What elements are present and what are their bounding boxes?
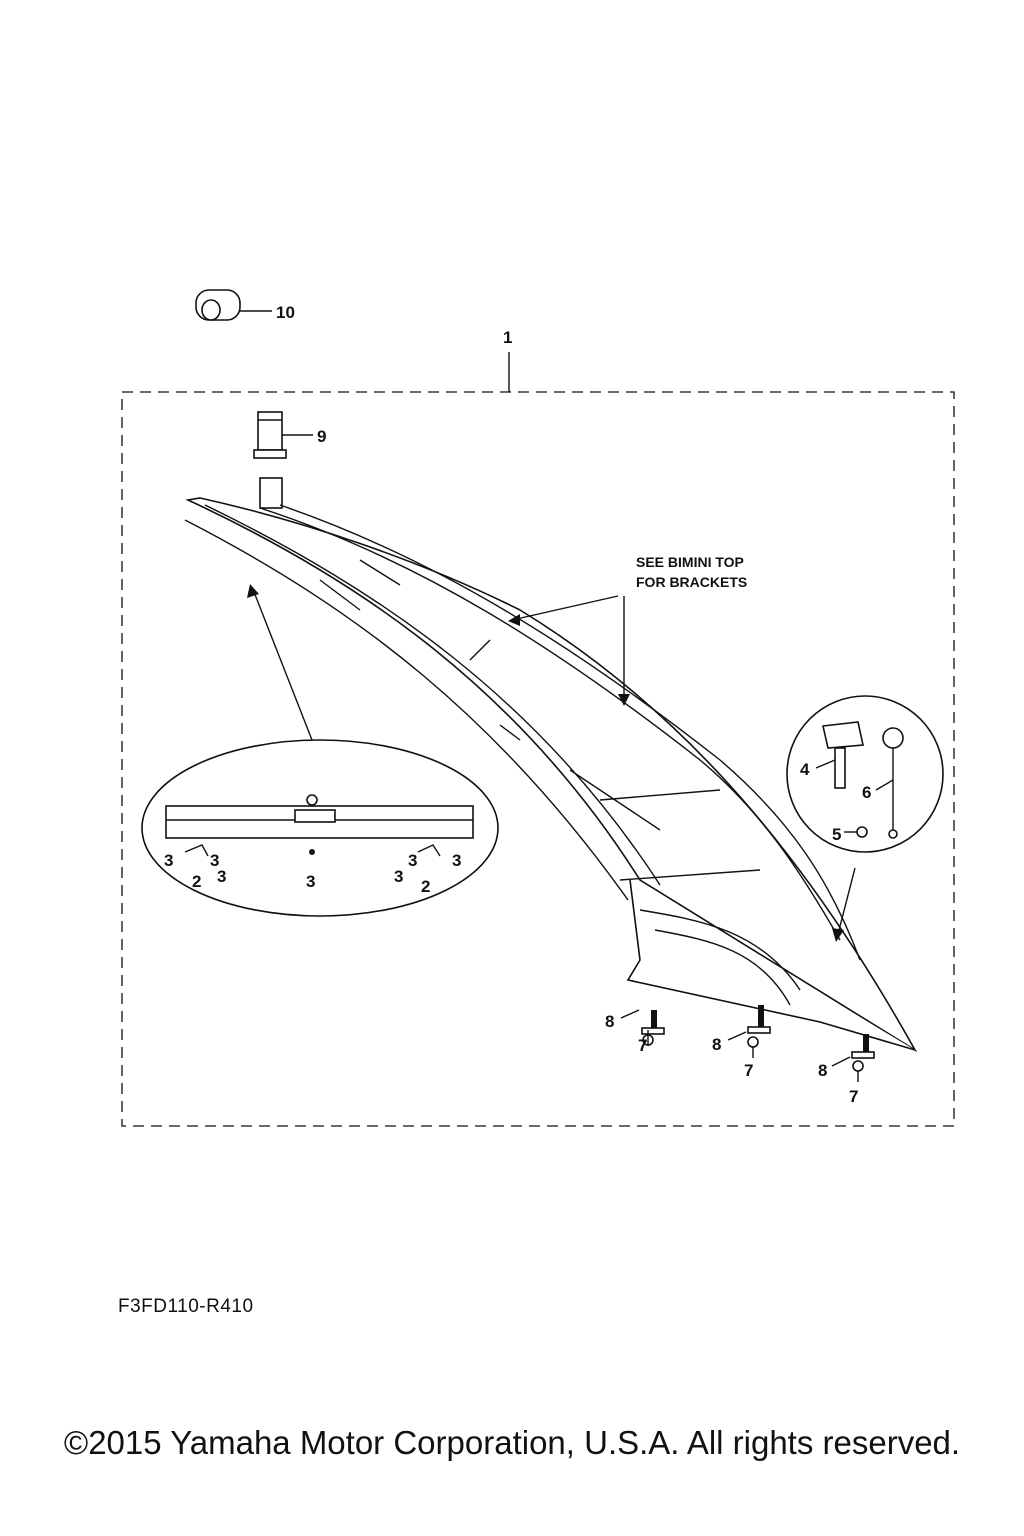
- part-10-plug: [195, 289, 272, 321]
- callout-2-a: 2: [192, 872, 201, 891]
- callout-3-f: 3: [452, 851, 461, 870]
- bimini-note-line-1: SEE BIMINI TOP: [636, 554, 744, 570]
- bimini-note-line-2: FOR BRACKETS: [636, 574, 747, 590]
- callout-6: 6: [862, 783, 871, 802]
- copyright-notice: ©2015 Yamaha Motor Corporation, U.S.A. A…: [63, 1424, 961, 1461]
- callout-3-e: 3: [408, 851, 417, 870]
- inset-detail-hardware: [786, 695, 944, 853]
- callout-8-a: 8: [605, 1012, 614, 1031]
- bimini-arrow-1: [511, 595, 619, 621]
- mounting-hardware-set-2: [727, 1005, 771, 1058]
- callout-7-b: 7: [744, 1061, 753, 1080]
- callout-7-a: 7: [638, 1036, 647, 1055]
- detail-arrow-right: [837, 867, 856, 935]
- callout-8-b: 8: [712, 1035, 721, 1054]
- detail-arrow-left: [253, 591, 313, 741]
- assembly-boundary-box: [121, 391, 955, 1127]
- mounting-hardware-set-3: [831, 1034, 875, 1082]
- callout-3-c: 3: [217, 867, 226, 886]
- part-9-cap: [253, 411, 313, 459]
- callout-4: 4: [800, 760, 810, 779]
- callout-2-b: 2: [421, 877, 430, 896]
- mounting-hardware-set-1: [620, 1009, 665, 1046]
- callout-3-b: 3: [210, 851, 219, 870]
- callout-3-d: 3: [306, 872, 315, 891]
- callout-8-c: 8: [818, 1061, 827, 1080]
- wakeboard-tower-frame: [184, 477, 918, 1053]
- callout-3-a: 3: [164, 851, 173, 870]
- callout-9: 9: [317, 427, 326, 446]
- callout-7-c: 7: [849, 1087, 858, 1106]
- inset-detail-crossbar: [141, 739, 499, 917]
- callout-3-g: 3: [394, 867, 403, 886]
- callout-1: 1: [503, 328, 512, 347]
- diagram-code: F3FD110-R410: [118, 1296, 254, 1317]
- callout-5: 5: [832, 825, 841, 844]
- callout-10: 10: [276, 303, 295, 322]
